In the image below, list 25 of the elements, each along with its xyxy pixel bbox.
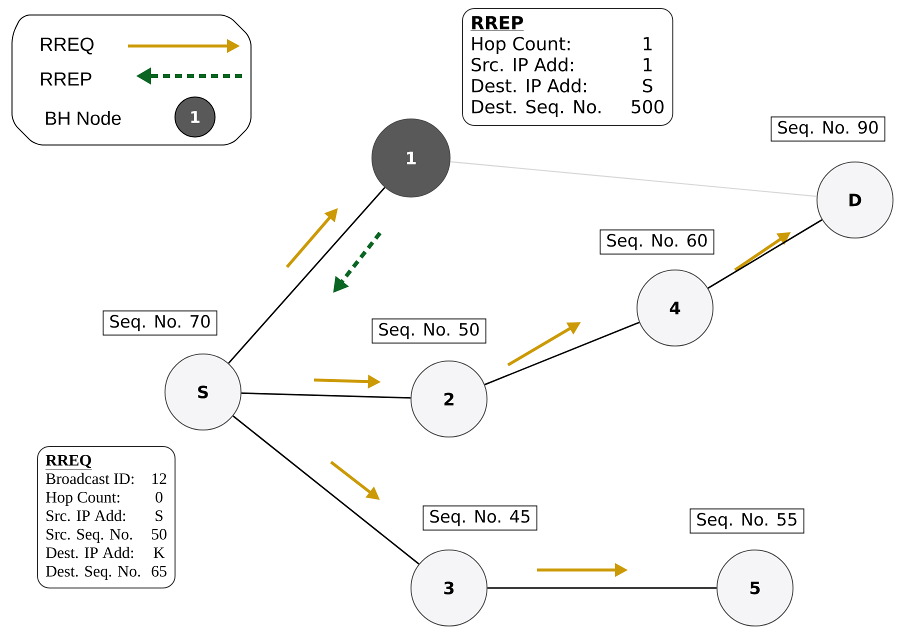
network-node: 1 [372, 118, 450, 198]
link-line [484, 322, 640, 386]
sequence-label: Seq. No. 90 [770, 116, 886, 142]
sequence-label: Seq. No. 55 [690, 508, 804, 534]
legend-text: RREQ [41, 38, 94, 54]
sequence-label: Seq. No. 45 [422, 506, 538, 530]
message-box: RREQ Broadcast ID: 12 Hop Count: 0 Src. IP Add: S Src. Seq. No. 50 Dest. IP Add: K Dest. Seq. No. 65 [37, 446, 176, 588]
network-node: S [164, 354, 242, 430]
link-line [232, 415, 420, 565]
sequence-label: Seq. No. 70 [102, 310, 218, 336]
network-node: 4 [636, 270, 714, 346]
legend-text: RREP [41, 72, 92, 86]
link-line [228, 187, 386, 364]
link-line [708, 219, 822, 289]
sequence-label: Seq. No. 50 [372, 318, 486, 344]
link-line [488, 587, 716, 589]
network-node: 3 [410, 550, 488, 626]
sequence-label: Seq. No. 60 [600, 230, 714, 254]
network-node: D [816, 162, 894, 238]
network-node: 5 [716, 550, 794, 626]
link-line [241, 392, 411, 399]
network-node: 2 [410, 360, 488, 438]
message-box: RREP Hop Count: 1 Src. IP Add: 1 Dest. IP Add: S Dest. Seq. No. 500 [462, 8, 674, 126]
legend-text: BH Node [46, 111, 121, 125]
link-line [450, 161, 817, 197]
